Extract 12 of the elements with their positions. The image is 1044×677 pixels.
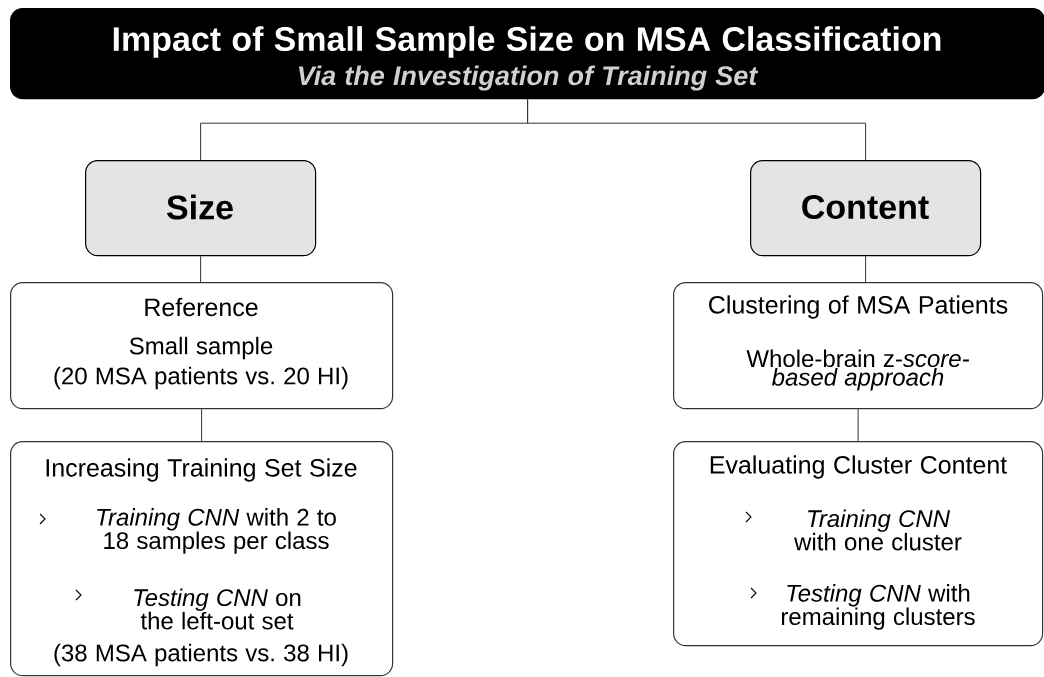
process-box: Reference Small sample (20 MSA patients vs. 20 HI) (10, 282, 394, 410)
connector-line (200, 255, 202, 283)
connector-line (865, 255, 867, 283)
connector-line (857, 408, 859, 442)
process-box: Evaluating Cluster Content Training CNN with one cluster Testing CNN with remaining clusters (673, 441, 1044, 647)
process-box: Clustering of MSA Patients Whole-brain z-score-based approach (673, 282, 1044, 410)
category-box: Content (750, 160, 982, 257)
connector-line (527, 98, 867, 161)
banner: Impact of Small Sample Size on MSA Classification Via the Investigation of Training Set (10, 8, 1044, 100)
category-box: Size (85, 160, 317, 257)
process-box: Increasing Training Set Size Training CNN with 2 to 18 samples per class Testing CNN on the left-out set (38 MSA patients vs. 38 HI) (10, 441, 394, 677)
connector-line (201, 408, 203, 442)
